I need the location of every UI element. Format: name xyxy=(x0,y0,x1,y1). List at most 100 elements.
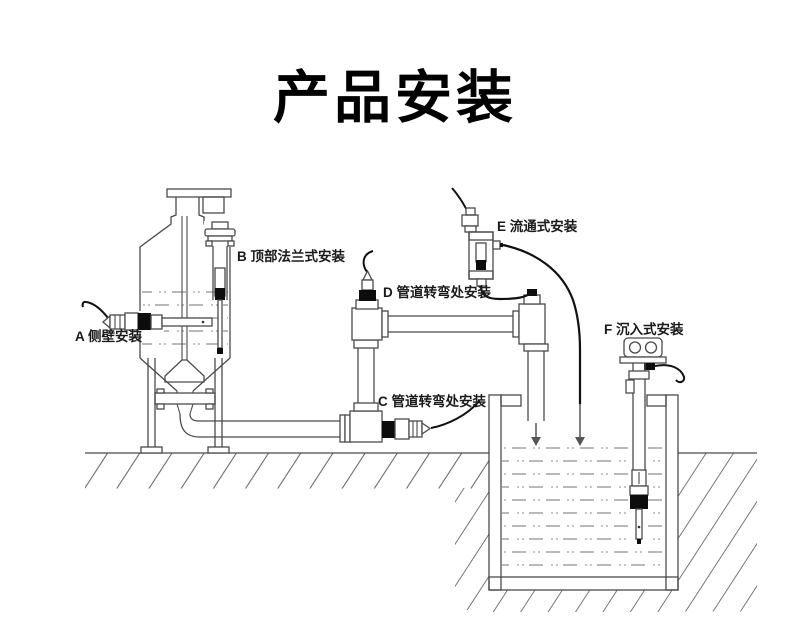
sensor-a-probe xyxy=(161,317,213,327)
ground-hatch-pool-bottom xyxy=(489,590,678,612)
sensor-d-pipe-bend xyxy=(359,250,376,301)
label-c: C 管道转弯处安装 xyxy=(378,393,486,409)
labels: A 侧壁安装 B 顶部法兰式安装 C 管道转弯处安装 D 管道转弯处安装 E 流… xyxy=(75,218,684,409)
flange-bolt xyxy=(156,403,165,410)
tank-shell-right xyxy=(198,197,231,358)
pool-wall-right xyxy=(665,394,679,591)
sensor-a-band xyxy=(138,313,151,330)
ground-hatch-pool-left xyxy=(455,488,489,610)
sensor-c-tip xyxy=(421,421,432,436)
sensor-c-cable xyxy=(430,400,480,429)
pipe-coupling xyxy=(523,343,549,352)
label-b: B 顶部法兰式安装 xyxy=(237,248,345,264)
tank-bottom-flange xyxy=(154,392,216,405)
pipe-flange xyxy=(344,414,351,443)
sensor-a-sidewall xyxy=(81,300,213,332)
sensor-c-band xyxy=(382,421,395,438)
cable-gland xyxy=(644,363,655,370)
sensor-d-body xyxy=(361,279,374,291)
sensor-b-tipelectrode xyxy=(217,348,223,354)
pipe-tee-outlet xyxy=(518,303,546,345)
pipe-coupling xyxy=(353,402,379,412)
sensor-b-rod xyxy=(217,299,223,349)
label-d: D 管道转弯处安装 xyxy=(383,284,491,300)
sensor-f-tipelectrode xyxy=(637,539,641,544)
tank-cone-left xyxy=(139,357,178,392)
down-arrow-head xyxy=(531,437,541,446)
sensor-b-flange2 xyxy=(207,235,233,242)
tank-shell-left xyxy=(139,197,177,358)
piping xyxy=(179,289,549,443)
ground xyxy=(85,452,757,612)
pipe-coupling xyxy=(355,299,379,310)
sensor-d-cable xyxy=(362,250,374,273)
pipe-coupling xyxy=(353,339,379,349)
flow-cell-sensor-tip xyxy=(465,207,476,216)
pipe-union xyxy=(628,370,650,380)
flow-cell-outlet-nipple xyxy=(492,240,501,250)
label-a: A 侧壁安装 xyxy=(75,328,142,344)
sensor-c-hex xyxy=(408,420,423,438)
mount-clamp xyxy=(625,379,635,394)
sensor-f-cable xyxy=(654,364,686,384)
flow-cell-e xyxy=(451,187,582,404)
sensor-b-flange xyxy=(204,228,236,237)
tank-motor xyxy=(202,196,225,214)
flow-arrows xyxy=(531,404,585,446)
down-arrow-head xyxy=(575,437,585,446)
flange-bolt xyxy=(227,240,235,247)
tank-cone-right xyxy=(192,357,231,392)
flow-cell-inner-band xyxy=(476,260,486,270)
flow-cell-inner-sensor xyxy=(475,242,487,263)
ground-hatch-left xyxy=(85,453,489,489)
tank-foot xyxy=(207,446,230,454)
sensor-a-body xyxy=(124,312,139,331)
flange-bolt xyxy=(205,240,213,247)
flange-bolt xyxy=(156,388,165,394)
label-e: E 流通式安装 xyxy=(497,218,578,234)
stirrer-paddle xyxy=(164,359,205,383)
sensor-c-body xyxy=(394,418,410,440)
flow-cell-collar xyxy=(464,225,477,233)
sensor-b-band xyxy=(215,288,225,300)
flange-bolt xyxy=(205,403,214,410)
pool-lip-right xyxy=(646,394,667,407)
sensor-f-submersible xyxy=(619,337,686,544)
pool-wall-left xyxy=(488,394,502,591)
sensor-f-body xyxy=(629,485,649,496)
flange-bolt xyxy=(205,388,214,394)
sensor-f-band xyxy=(630,495,648,509)
sample-tube xyxy=(479,285,533,301)
pipe-tee-c xyxy=(349,410,383,443)
label-f: F 沉入式安装 xyxy=(604,321,684,337)
pool-bottom xyxy=(488,576,679,591)
flow-cell-sensor-hex xyxy=(461,214,479,227)
sensor-f-probe xyxy=(635,508,643,540)
pipe-tee-d xyxy=(351,307,383,341)
sensor-d-tip xyxy=(361,269,374,281)
probe-port xyxy=(637,525,641,529)
cable-gland-ring xyxy=(644,341,658,354)
bottom-pipe-outer xyxy=(179,413,340,438)
page-title: 产品安装 xyxy=(273,66,517,130)
cable-gland-ring xyxy=(628,341,642,354)
pipe-flange xyxy=(339,414,346,443)
sensor-a-nut xyxy=(150,314,163,330)
pool-lip-left xyxy=(500,394,522,407)
sensor-a-cable xyxy=(81,300,109,319)
sensor-b-top-flange xyxy=(204,221,237,354)
sensor-a-tip xyxy=(102,314,111,330)
pipe-flange xyxy=(512,310,520,338)
sensor-a-hex xyxy=(109,314,126,330)
drain-tube xyxy=(502,243,582,404)
tube-connector xyxy=(500,243,503,247)
sensor-c-pipe-bend xyxy=(382,400,480,440)
sensor-d-band xyxy=(359,290,376,301)
tank-top-plate xyxy=(166,188,232,198)
junction-box-base xyxy=(619,356,667,364)
ground-hatch-pool-right xyxy=(678,453,757,612)
bottom-pipe-inner xyxy=(189,413,340,422)
pool xyxy=(488,394,679,591)
